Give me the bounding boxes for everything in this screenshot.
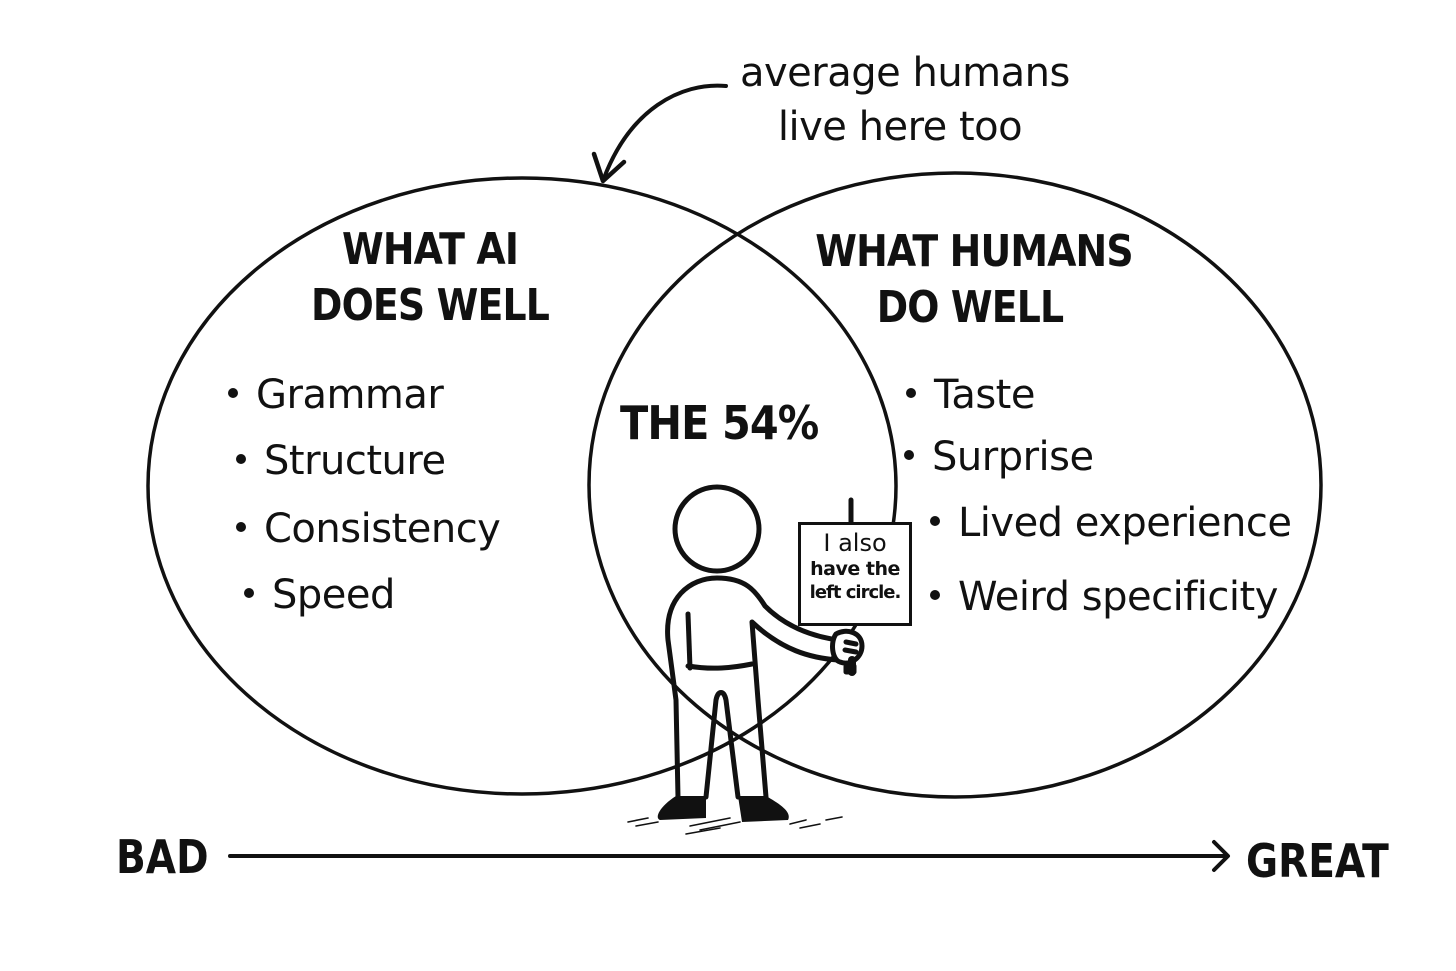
sign-line-1: I also	[823, 529, 887, 557]
annotation-text: average humans live here too	[740, 46, 1070, 154]
bullet-icon	[236, 522, 246, 532]
bullet-icon	[904, 450, 914, 460]
bullet-icon	[906, 388, 916, 398]
right-item: Taste	[906, 372, 1035, 418]
left-item: Structure	[236, 438, 446, 484]
protest-sign: I also have the left circle.	[798, 522, 912, 626]
left-shoe-icon	[657, 796, 706, 820]
annotation-line-1: average humans	[740, 50, 1070, 96]
right-heading-line-2: DO WELL	[876, 282, 1064, 333]
left-circle	[146, 176, 898, 796]
right-circle-heading: WHAT HUMANS DO WELL	[815, 224, 1133, 336]
right-heading-line-1: WHAT HUMANS	[815, 226, 1133, 277]
ground-hatching	[627, 816, 843, 835]
right-item: Lived experience	[930, 500, 1292, 546]
left-item: Speed	[244, 572, 395, 618]
right-shoe-icon	[738, 796, 789, 822]
annotation-arrowhead-icon	[591, 151, 627, 184]
sign-line-3: left circle.	[809, 582, 902, 603]
sign-line-2: have the	[810, 558, 900, 580]
left-circle-heading: WHAT AI DOES WELL	[292, 222, 567, 334]
left-item: Grammar	[228, 372, 444, 418]
intersection-label: THE 54%	[620, 396, 819, 450]
left-item: Consistency	[236, 506, 501, 552]
right-item: Surprise	[904, 434, 1094, 480]
axis-left-label: BAD	[116, 830, 209, 884]
right-item: Weird specificity	[930, 574, 1278, 620]
axis-right-label: GREAT	[1246, 834, 1389, 888]
bullet-icon	[930, 516, 940, 526]
bullet-icon	[930, 590, 940, 600]
annotation-line-2: live here too	[777, 104, 1023, 150]
left-heading-line-1: WHAT AI	[341, 224, 519, 275]
right-circle	[587, 171, 1323, 799]
left-heading-line-2: DOES WELL	[311, 280, 550, 331]
bullet-icon	[228, 388, 238, 398]
bullet-icon	[244, 588, 254, 598]
annotation-arrow	[602, 83, 728, 180]
bullet-icon	[236, 454, 246, 464]
axis-arrowhead-icon	[1212, 840, 1230, 872]
